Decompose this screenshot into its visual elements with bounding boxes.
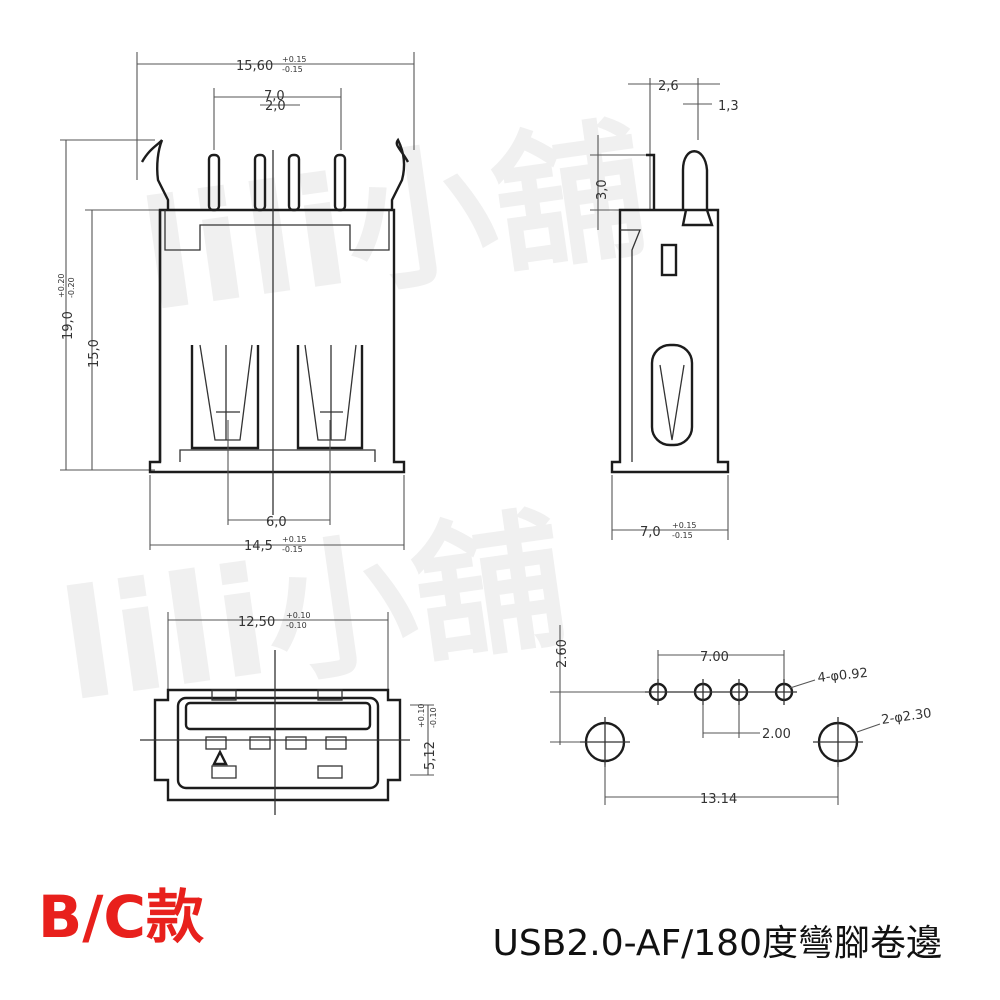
footprint-mount-span-label: 13.14 [700, 792, 737, 807]
footprint-pin-holes-label: 4-φ0.92 [817, 666, 869, 686]
front-width-label: 15,60 [236, 59, 273, 74]
variant-title: B/C款 [38, 883, 204, 951]
side-view: 2,6 1,3 3,0 7,0 +0.15 -0.15 [590, 78, 739, 540]
top-height-tol-minus: -0.10 [429, 707, 438, 728]
pcb-footprint: 2.60 7.00 4-φ0.92 2.00 2-φ2.30 13.14 [550, 625, 933, 807]
footprint-mount-holes-label: 2-φ2.30 [880, 706, 932, 728]
front-height-tol-plus: +0.20 [57, 273, 66, 298]
side-depth-tol-plus: +0.15 [672, 521, 697, 530]
front-pin-2 [253, 153, 267, 212]
front-body-height-label: 15,0 [87, 339, 102, 368]
front-view: 15,60 +0.15 -0.15 7,0 2,0 19,0 +0.20 -0.… [57, 52, 415, 554]
front-height-label: 19,0 [61, 311, 76, 340]
front-body-width-tol-minus: -0.15 [282, 545, 303, 554]
product-description: USB2.0-AF/180度彎腳卷邊 [492, 923, 942, 964]
front-pin-1 [207, 153, 221, 212]
front-body-width-label: 14,5 [244, 539, 273, 554]
front-pin-4 [333, 153, 347, 212]
front-pin-span-label: 7,0 [264, 89, 285, 104]
top-width-tol-plus: +0.10 [286, 611, 311, 620]
side-lead-offset-label: 2,6 [658, 79, 679, 94]
footprint-pin-span-label: 7.00 [700, 650, 729, 665]
front-pin-3 [287, 153, 301, 212]
top-width-tol-minus: -0.10 [286, 621, 307, 630]
watermark-text-lower: lili小舖 [51, 493, 576, 736]
front-width-tol-minus: -0.15 [282, 65, 303, 74]
side-lead-length-label: 3,0 [595, 179, 610, 200]
top-view: 12,50 +0.10 -0.10 5,12 +0.10 -0.10 [140, 611, 438, 815]
side-depth-label: 7,0 [640, 525, 661, 540]
front-height-tol-minus: -0.20 [67, 277, 76, 298]
top-height-tol-plus: +0.10 [417, 703, 426, 728]
front-left-contact [190, 344, 260, 450]
top-height-label: 5,12 [423, 741, 438, 770]
footprint-row-offset-label: 2.60 [555, 639, 570, 668]
front-contact-spacing-label: 6,0 [266, 515, 287, 530]
side-depth-tol-minus: -0.15 [672, 531, 693, 540]
top-width-label: 12,50 [238, 615, 275, 630]
footprint-pitch-label: 2.00 [762, 727, 791, 742]
side-lead-thickness-label: 1,3 [718, 99, 739, 114]
front-body-width-tol-plus: +0.15 [282, 535, 307, 544]
front-width-tol-plus: +0.15 [282, 55, 307, 64]
front-pin-pitch-label: 2,0 [265, 99, 286, 114]
